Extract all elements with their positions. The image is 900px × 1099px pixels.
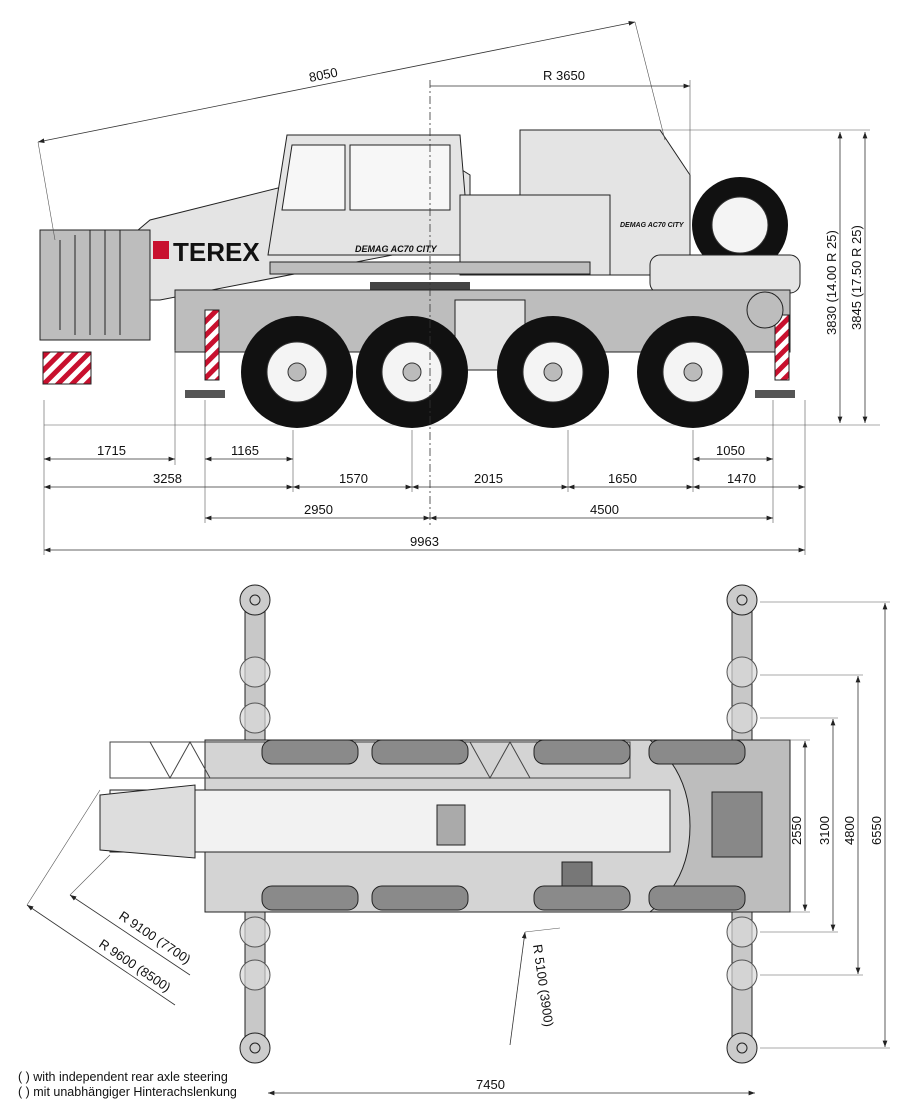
dim-1050: 1050	[716, 443, 745, 458]
dim-1470: 1470	[727, 471, 756, 486]
legend-english: ( ) with independent rear axle steering	[18, 1070, 228, 1084]
rear-outrigger-warning	[774, 314, 790, 381]
side-view: TEREX DEMAG AC70 CITY DEMAG AC70 CITY	[37, 20, 880, 555]
jib-lattice	[109, 741, 631, 779]
winch	[436, 804, 466, 846]
boom-length-label: 8050	[308, 65, 339, 85]
dim-1165: 1165	[231, 443, 259, 458]
outrigger-base-label: 7450	[476, 1077, 505, 1092]
top-wheels	[261, 739, 746, 911]
dim-3258: 3258	[153, 471, 182, 486]
front-warning-panel	[42, 351, 92, 385]
front-outrigger-warning	[204, 309, 220, 381]
rear-logo: DEMAG AC70 CITY	[620, 222, 685, 229]
width-4800: 4800	[842, 816, 857, 845]
dim-4500: 4500	[590, 502, 619, 517]
height-label-1: 3830 (14.00 R 25)	[824, 230, 839, 335]
height-label-2: 3845 (17.50 R 25)	[849, 225, 864, 330]
width-3100: 3100	[817, 816, 832, 845]
dim-1715: 1715	[97, 443, 126, 458]
engine-grille	[711, 791, 763, 858]
terex-logo-icon	[153, 241, 169, 259]
radius-5100-label: R 5100 (3900)	[530, 943, 556, 1027]
side-wheels	[241, 316, 749, 428]
boom-head	[39, 229, 151, 341]
boom-top	[109, 789, 671, 853]
dim-1570: 1570	[339, 471, 368, 486]
front-outrigger-pad	[185, 390, 225, 398]
top-view: 2550 3100 4800 6550 7450 R 9100 (7700) R…	[26, 584, 890, 1096]
tail-radius-label: R 3650	[543, 68, 585, 83]
rear-outrigger-pad	[755, 390, 795, 398]
cab-logo: DEMAG AC70 CITY	[355, 244, 438, 254]
boom-logo: TEREX	[173, 237, 260, 267]
dim-2015: 2015	[474, 471, 503, 486]
overall-length-label: 9963	[410, 534, 439, 549]
legend-german: ( ) mit unabhängiger Hinterachslenkung	[18, 1085, 237, 1099]
width-6550: 6550	[869, 816, 884, 845]
boom-head-top	[99, 784, 196, 859]
boom-length-dimension	[37, 20, 636, 144]
dim-1650: 1650	[608, 471, 637, 486]
dim-2950: 2950	[304, 502, 333, 517]
width-2550: 2550	[789, 816, 804, 845]
